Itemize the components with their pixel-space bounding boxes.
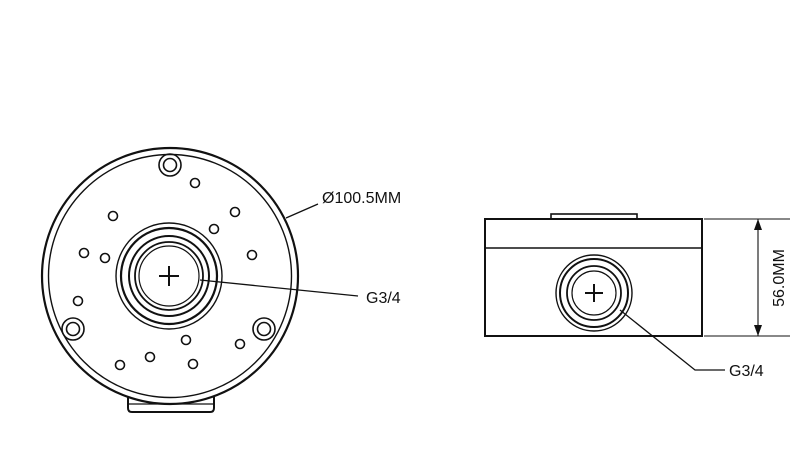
- mounting-hole: [107, 210, 119, 222]
- mounting-hole: [229, 206, 241, 218]
- front-screw-holes: [61, 153, 276, 341]
- front-thread-label: G3/4: [366, 290, 401, 307]
- mounting-hole: [99, 252, 111, 264]
- mounting-hole: [72, 295, 84, 307]
- mounting-hole: [189, 177, 201, 189]
- diameter-label: Ø100.5MM: [322, 190, 401, 207]
- mounting-hole: [144, 351, 156, 363]
- height-dimension: [704, 218, 790, 337]
- screw-hole: [158, 153, 182, 177]
- front-fitting: [115, 222, 223, 330]
- height-label: 56.0MM: [771, 249, 788, 307]
- mounting-hole: [208, 223, 220, 235]
- side-thread-leader: [619, 309, 725, 371]
- side-box: [484, 218, 703, 337]
- mounting-hole: [114, 359, 126, 371]
- mounting-hole: [187, 358, 199, 370]
- screw-hole: [61, 317, 85, 341]
- mounting-hole: [180, 334, 192, 346]
- front-view: Ø100.5MM G3/4: [40, 146, 401, 413]
- side-view: 56.0MM G3/4: [484, 213, 790, 380]
- diameter-leader: [285, 203, 319, 219]
- screw-hole: [252, 317, 276, 341]
- front-bottom-tab: [127, 396, 215, 413]
- side-thread-label: G3/4: [729, 363, 764, 380]
- mounting-hole: [78, 247, 90, 259]
- side-fitting: [555, 254, 633, 332]
- front-thread-leader: [199, 279, 359, 297]
- mounting-hole: [246, 249, 258, 261]
- mounting-hole: [234, 338, 246, 350]
- front-small-holes: [72, 177, 258, 371]
